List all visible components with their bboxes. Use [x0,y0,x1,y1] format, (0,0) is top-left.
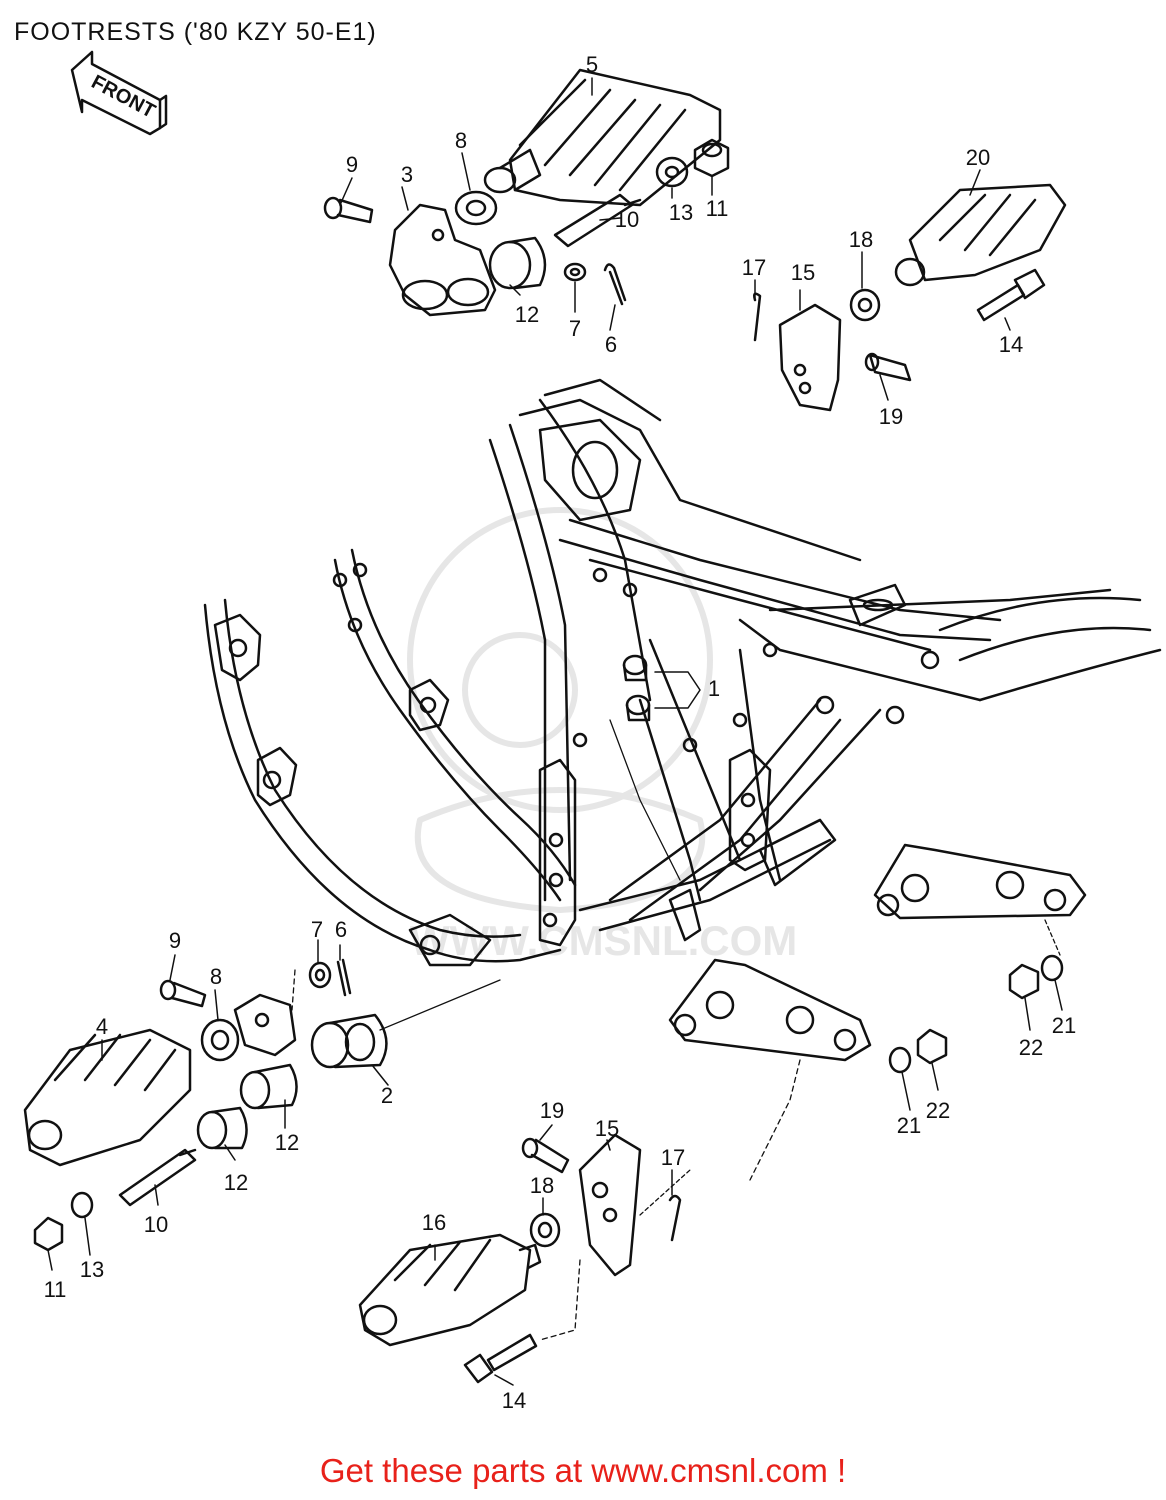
front-arrow-icon [70,50,168,136]
part-10-pin-bottom [118,1148,197,1207]
part-2-pivot-collar [310,1013,388,1069]
callout-5: 5 [586,52,598,77]
part-14-bolt-bottom [463,1333,538,1384]
callout-16: 16 [422,1210,446,1235]
part-9-bolt [323,196,374,224]
part-11-nut-bottom [33,1216,64,1252]
callout-20: 20 [966,145,990,170]
part-20-footrest-rubber [894,183,1067,287]
callout-7-bottom: 7 [311,917,323,942]
callout-9-bottom: 9 [169,928,181,953]
callout-17-top: 17 [742,255,766,280]
callout-18-top: 18 [849,227,873,252]
part-8-washer-bottom [200,1018,240,1062]
part-10-pin [553,193,642,248]
callout-19-bottom: 19 [540,1098,564,1123]
part-18-washer-top [849,288,881,322]
part-14-bolt-top [976,268,1046,322]
callout-21-lower: 21 [897,1113,921,1138]
part-21-washer-right [1040,954,1064,982]
left-rear-step-bracket-lower [668,958,872,1062]
callout-15-top: 15 [791,260,815,285]
part-3-footrest-holder [388,203,497,317]
callout-3: 3 [401,162,413,187]
part-13-washer [655,156,689,188]
watermark-text: WWW.CMSNL.COM [410,917,797,964]
callout-13-top: 13 [669,200,693,225]
part-21-washer-lower [888,1046,912,1074]
callout-11-top: 11 [706,196,729,221]
part-12-bushing-bottom-a [239,1063,298,1110]
callout-13-bottom: 13 [80,1257,104,1282]
part-12-bushing-bottom-b [196,1106,248,1150]
callout-14-top: 14 [999,332,1023,357]
part-18-washer-bottom [529,1212,561,1248]
part-3-holder-bottom [233,993,297,1057]
callout-10-top: 10 [615,207,639,232]
callout-10-bottom: 10 [144,1212,168,1237]
part-13-washer-bottom [70,1191,94,1219]
callout-6-top: 6 [605,332,617,357]
callout-12-bottom-b: 12 [224,1170,248,1195]
callout-8-top: 8 [455,128,467,153]
callout-9-top: 9 [346,152,358,177]
callout-22-lower: 22 [926,1098,950,1123]
callout-15-bottom: 15 [595,1116,619,1141]
cmsnl-parts-link[interactable]: Get these parts at www.cmsnl.com ! [319,1452,847,1489]
callout-11-bottom: 11 [44,1277,67,1302]
part-6-cotter-pin [603,263,627,306]
callout-12-top: 12 [515,302,539,327]
callout-6-bottom: 6 [335,917,347,942]
callout-17-bottom: 17 [661,1145,685,1170]
callout-21-right: 21 [1052,1013,1076,1038]
callout-12-bottom-a: 12 [275,1130,299,1155]
part-11-nut [693,138,730,178]
callout-labels: 1 2 3 4 5 6 6 7 7 8 8 9 9 10 10 11 11 12… [44,52,1077,1413]
part-17-cotter-pin-bottom [668,1194,682,1242]
part-15-bracket-top [778,303,842,412]
part-12-bushing [488,236,547,290]
part-15-bracket-bottom [578,1133,642,1277]
callout-1: 1 [708,676,720,701]
callout-8-bottom: 8 [210,964,222,989]
part-9-bolt-bottom [159,979,207,1008]
motorcycle-frame [203,378,1162,967]
callout-4: 4 [96,1014,108,1039]
part-16-footrest-rubber [358,1233,542,1347]
callout-2: 2 [381,1083,393,1108]
part-19-pin-bottom [521,1137,570,1174]
callout-19-top: 19 [879,404,903,429]
part-17-cotter-pin-top [752,292,762,342]
callout-14-bottom: 14 [502,1388,526,1413]
callout-18-bottom: 18 [530,1173,554,1198]
part-5-footrest-rubber [483,68,722,207]
part-4-footrest-rubber [23,1028,192,1167]
page-title: FOOTRESTS ('80 KZY 50-E1) [14,18,377,46]
part-1-collars [609,654,701,881]
part-7-washer-bottom [308,961,332,989]
callout-7-top: 7 [569,316,581,341]
part-7-washer [563,262,587,282]
part-8-washer [454,190,498,226]
part-6-cotter-pin-bottom [336,958,352,997]
part-22-nut-lower [916,1028,948,1065]
right-rear-step-bracket-upper [873,843,1087,920]
part-22-nut-right [1008,963,1040,1000]
part-19-pin-top [864,352,912,382]
callout-22-right: 22 [1019,1035,1043,1060]
